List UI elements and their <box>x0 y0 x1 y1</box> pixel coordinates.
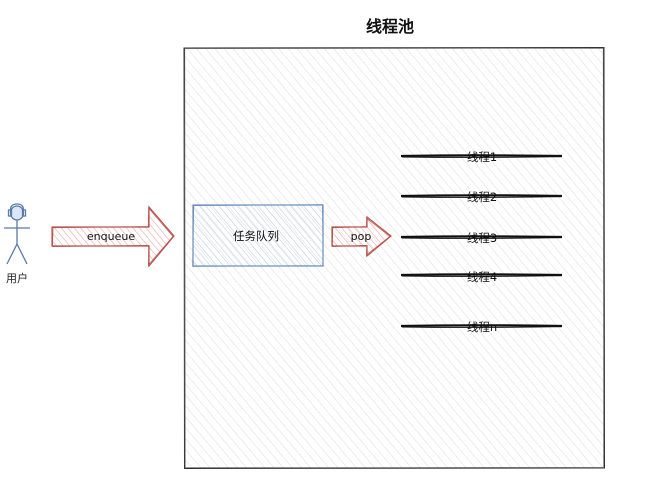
thread-1: 线程1 <box>400 150 563 164</box>
enqueue-label: enqueue <box>87 230 135 243</box>
thread-3: 线程3 <box>400 231 563 245</box>
task-queue-label: 任务队列 <box>233 229 279 243</box>
diagram-title: 线程池 <box>366 17 414 36</box>
thread-n: 线程n <box>400 320 563 334</box>
user-icon <box>4 203 30 265</box>
user-actor: 用户 <box>4 203 30 285</box>
thread-2: 线程2 <box>400 190 563 204</box>
enqueue-arrow: enqueue <box>51 205 175 268</box>
pop-arrow: pop <box>331 215 392 258</box>
thread-4: 线程4 <box>400 270 563 284</box>
thread-label: 线程1 <box>467 150 497 164</box>
task-queue-box: 任务队列 <box>192 204 324 267</box>
thread-label: 线程4 <box>467 270 497 284</box>
user-label: 用户 <box>6 271 28 285</box>
thread-label: 线程n <box>467 320 497 334</box>
thread-label: 线程2 <box>467 190 497 204</box>
thread-list: 线程1 线程2 线程3 线程4 线程n <box>400 150 563 334</box>
pop-label: pop <box>351 230 372 243</box>
thread-label: 线程3 <box>467 231 497 245</box>
